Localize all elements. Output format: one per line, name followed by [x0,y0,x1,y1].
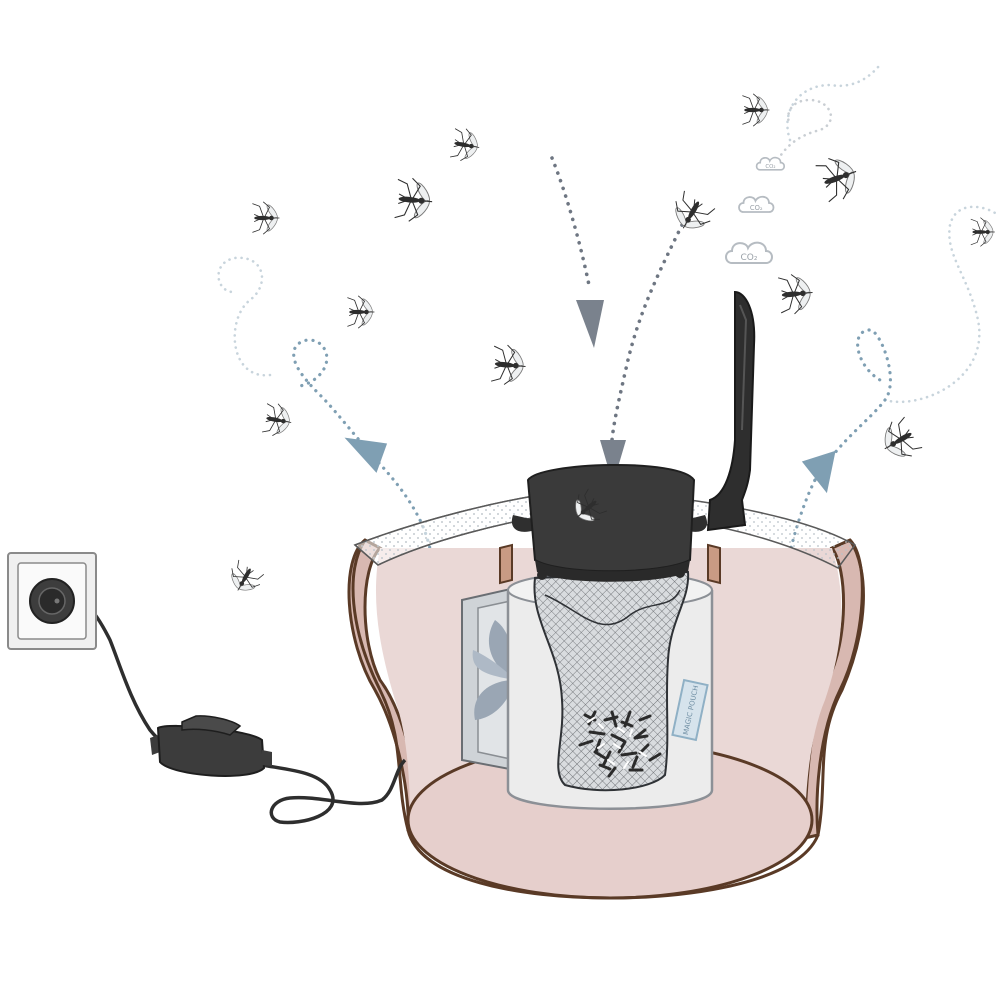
co2-label: CO₂ [741,253,758,263]
co2-label: CO₂ [750,204,763,212]
mosquito-icon [252,202,279,234]
mosquito-icon [394,177,434,223]
trap-funnel [512,465,707,582]
flight-paths [219,65,999,402]
mosquito-icon [815,151,864,204]
mosquito-icon [778,273,814,315]
mosquito-icon [971,218,995,247]
mosquito-icon [491,344,527,386]
co2-nozzle [708,292,754,530]
mosquito-icon [224,559,266,599]
mosquito-icon [875,415,923,466]
inflow-arrow-center [600,225,682,484]
electrical-outlet-icon [8,553,96,649]
co2-stream: CO₂ CO₂ CO₂ [726,100,831,263]
inflow-arrow-top [552,158,604,348]
mosquito-icon [666,190,717,238]
co2-cloud-icon: CO₂ [757,158,785,170]
mosquito-icon [262,402,294,439]
mosquito-icon [450,127,482,164]
co2-cloud-icon: CO₂ [726,243,772,263]
power-adapter-icon [150,716,272,776]
co2-cloud-icon: CO₂ [739,197,774,212]
mosquito-icon [742,94,769,126]
mosquito-icon [347,296,374,328]
co2-label: CO₂ [765,164,775,170]
